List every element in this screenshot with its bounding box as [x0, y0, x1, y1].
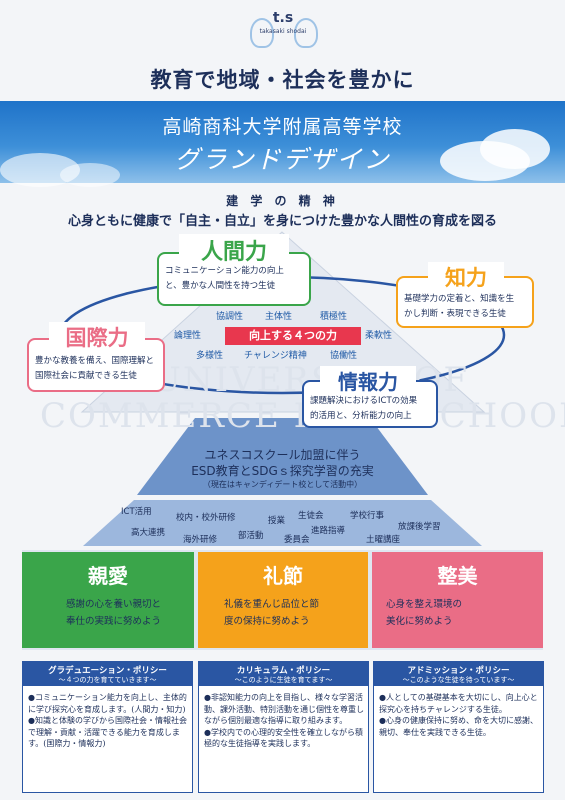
activity-item: 学校行事: [350, 511, 385, 521]
ability-kokusai-title: 国際力: [49, 322, 145, 352]
ability-chi: 知力 基礎学力の定着と、知識を生 かし判断・表現できる生徒: [396, 262, 534, 328]
ability-kokusai: 国際力 豊かな教養を備え、国際理解と 国際社会に貢献できる生徒: [27, 322, 165, 392]
graduation-policy: グラデュエーション・ポリシー ～４つの力を育てていきます～ ●コミュニケーション…: [22, 661, 193, 793]
policy-body: ●コミュニケーション能力を向上し、主体的に学び探究心を育成します。(人間力・知力…: [28, 693, 187, 748]
trait-tayosei: 多様性: [196, 351, 224, 361]
policy-title: カリキュラム・ポリシー: [236, 666, 331, 676]
trait-kyodosei: 協働性: [330, 351, 358, 361]
trait-ronrisei: 論理性: [174, 331, 202, 341]
ability-joho-desc-1: 課題解決におけるICTの効果: [310, 396, 418, 406]
trait-sekkyokusei: 積極性: [320, 312, 348, 322]
value-shinai-desc-2: 奉仕の実践に努めよう: [66, 616, 162, 627]
policy-title: アドミッション・ポリシー: [407, 666, 510, 676]
ability-chi-title: 知力: [428, 262, 504, 292]
activity-item: 生徒会: [298, 511, 324, 521]
curriculum-policy: カリキュラム・ポリシー ～このように生徒を育てます～ ●非認知能力の向上を目指し…: [198, 661, 369, 793]
ability-kokusai-desc-1: 豊かな教養を備え、国際理解と: [35, 356, 155, 366]
grand-design-title: グランドデザイン: [174, 145, 391, 174]
activity-item: 授業: [268, 516, 286, 526]
value-reisetsu-desc-1: 礼儀を重んじ品位と節: [224, 599, 320, 610]
ability-chi-desc-1: 基礎学力の定着と、知識を生: [404, 294, 515, 304]
logo-mark: t.s: [272, 10, 294, 26]
right-wing-icon: [294, 18, 318, 48]
ability-joho-title: 情報力: [320, 366, 416, 395]
founding-spirit-title: 建 学 の 精 神: [226, 194, 339, 208]
policy-subtitle: ～４つの力を育てていきます～: [58, 676, 157, 684]
activity-item: 進路指導: [311, 526, 346, 536]
activity-item: 高大連携: [131, 528, 166, 538]
policy-subtitle: ～このように生徒を育てます～: [234, 676, 333, 684]
four-powers-label: 向上する４つの力: [225, 327, 361, 345]
trait-shutaisei: 主体性: [265, 312, 293, 322]
value-seibi-desc-1: 心身を整え環境の: [386, 599, 463, 610]
school-logo: t.s takasaki shodai: [248, 8, 318, 54]
value-reisetsu-desc-2: 度の保持に努めよう: [224, 616, 310, 627]
policy-header: カリキュラム・ポリシー ～このように生徒を育てます～: [199, 662, 368, 686]
trait-challenge: チャレンジ精神: [244, 351, 307, 361]
value-shinai-desc-1: 感謝の心を養い親切と: [66, 599, 162, 610]
trait-kyochosei: 協調性: [216, 312, 244, 322]
ability-chi-desc-2: かし判断・表現できる生徒: [404, 309, 506, 319]
policy-body: ●人としての基礎基本を大切にし、向上心と探究心を持ちチャレンジする生徒。 ●心身…: [379, 693, 538, 737]
ability-ningen-title: 人間力: [179, 234, 289, 266]
value-reisetsu-title: 礼節: [263, 564, 303, 588]
unesco-line-3: （現在はキャンディデート校として活動中）: [202, 480, 363, 489]
activity-item: 校内・校外研修: [176, 513, 236, 523]
value-shinai: 親愛 感謝の心を養い親切と 奉仕の実践に努めよう: [22, 552, 194, 648]
logo-sub: takasaki shodai: [259, 28, 307, 35]
sky-banner: [0, 101, 565, 187]
admission-policy: アドミッション・ポリシー ～このような生徒を待っています～ ●人としての基礎基本…: [373, 661, 544, 793]
school-name: 高崎商科大学附属高等学校: [162, 116, 403, 138]
policy-title: グラデュエーション・ポリシー: [48, 666, 167, 676]
activity-item: 海外研修: [183, 535, 218, 545]
unesco-line-2: ESD教育とSDGｓ探究学習の充実: [191, 464, 374, 478]
policy-body: ●非認知能力の向上を目指し、様々な学習活動、課外活動、特別活動を通じ個性を尊重し…: [204, 693, 364, 748]
activity-item: 土曜講座: [366, 535, 401, 545]
unesco-line-1: ユネスコスクール加盟に伴う: [204, 448, 361, 462]
activity-item: 放課後学習: [398, 522, 441, 532]
value-seibi-desc-2: 美化に努めよう: [386, 616, 453, 627]
trait-junansei: 柔軟性: [365, 331, 393, 341]
policy-header: アドミッション・ポリシー ～このような生徒を待っています～: [374, 662, 543, 686]
left-wing-icon: [250, 18, 274, 48]
ability-ningen-desc-1: コミュニケーション能力の向上: [165, 266, 284, 276]
policy-subtitle: ～このような生徒を待っています～: [402, 676, 515, 684]
ability-ningen: 人間力 コミュニケーション能力の向上 と、豊かな人間性を持つ生徒: [157, 234, 311, 306]
ability-ningen-desc-2: と、豊かな人間性を持つ生徒: [165, 281, 276, 291]
value-shinai-title: 親愛: [88, 564, 128, 588]
value-seibi: 整美 心身を整え環境の 美化に努めよう: [372, 552, 543, 648]
policy-header: グラデュエーション・ポリシー ～４つの力を育てていきます～: [23, 662, 192, 686]
ability-kokusai-desc-2: 国際社会に貢献できる生徒: [35, 371, 137, 381]
value-reisetsu: 礼節 礼儀を重んじ品位と節 度の保持に努めよう: [198, 552, 368, 648]
activity-item: 委員会: [284, 535, 310, 545]
slogan: 教育で地域・社会を豊かに: [150, 68, 415, 92]
founding-spirit-text: 心身ともに健康で「自主・自立」を身につけた豊かな人間性の育成を図る: [67, 214, 497, 229]
activity-item: ICT活用: [121, 507, 152, 517]
activity-item: 部活動: [238, 531, 264, 541]
ability-joho-desc-2: 的活用と、分析能力の向上: [310, 411, 412, 421]
value-seibi-title: 整美: [437, 564, 478, 588]
ability-joho: 情報力 課題解決におけるICTの効果 的活用と、分析能力の向上: [302, 366, 438, 428]
